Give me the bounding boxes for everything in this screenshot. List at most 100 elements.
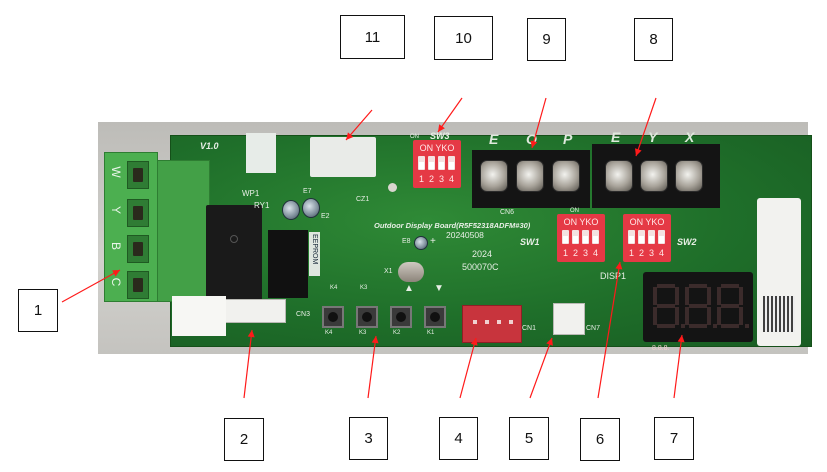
terminal-screw-e[interactable] xyxy=(480,160,508,192)
terminal-block-shroud xyxy=(156,160,210,302)
dip-toggle-3[interactable] xyxy=(438,156,445,170)
terminal-screw-y[interactable] xyxy=(640,160,668,192)
callout-4: 4 xyxy=(439,417,478,460)
dip-toggle-4[interactable] xyxy=(592,230,599,244)
dip-switch-sw2[interactable]: ON YKO 1 2 3 4 xyxy=(623,214,671,262)
connector-pin xyxy=(485,320,489,324)
callout-number: 2 xyxy=(239,431,249,448)
dip-toggle-3[interactable] xyxy=(648,230,655,244)
capacitor-e8 xyxy=(414,236,428,250)
led-digit xyxy=(685,284,717,328)
crystal-x1 xyxy=(398,262,424,282)
dip-toggle-1[interactable] xyxy=(562,230,569,244)
terminal-screw-e2[interactable] xyxy=(605,160,633,192)
dip-header: ON YKO xyxy=(563,217,599,227)
dip-number: 2 xyxy=(428,174,434,184)
button-k3[interactable] xyxy=(356,306,378,328)
led-segment xyxy=(717,307,721,325)
button-k1[interactable] xyxy=(424,306,446,328)
led-segment xyxy=(721,324,739,328)
led-digit xyxy=(717,284,749,328)
terminal-label-p: P xyxy=(563,131,573,147)
dip-number: 3 xyxy=(648,248,654,258)
board-name-label: Outdoor Display Board(R5F52318ADFM#30) xyxy=(374,221,531,230)
relay-ry1 xyxy=(206,205,262,305)
dip-toggle-4[interactable] xyxy=(658,230,665,244)
callout-11: 11 xyxy=(340,15,405,59)
dip-toggle-2[interactable] xyxy=(572,230,579,244)
connector-pin xyxy=(497,320,501,324)
terminal-label-x: X xyxy=(685,129,695,145)
terminal-screw xyxy=(133,168,143,182)
led-decimal-point xyxy=(681,324,685,328)
terminal-label-e: E xyxy=(489,131,499,147)
x1-label: X1 xyxy=(384,268,393,275)
led-segment xyxy=(675,287,679,305)
cn3-connector xyxy=(224,299,286,323)
terminal-screw xyxy=(133,206,143,220)
led-segment xyxy=(739,287,743,305)
key-label-bottom: K2 xyxy=(393,330,401,336)
eeprom-label-tag: EEPROM xyxy=(309,232,320,276)
terminal-screw-p[interactable] xyxy=(552,160,580,192)
dip-number: 2 xyxy=(572,248,578,258)
callout-number: 6 xyxy=(595,431,605,448)
dip-number: 4 xyxy=(448,174,454,184)
led-segment xyxy=(689,304,707,308)
callout-number: 10 xyxy=(455,29,472,47)
dip-toggle-2[interactable] xyxy=(638,230,645,244)
led-decimal-point xyxy=(745,324,749,328)
cn6-label: CN6 xyxy=(500,209,515,216)
up-arrow-icon: ▲ xyxy=(404,283,414,294)
callout-number: 4 xyxy=(454,430,463,447)
sw1-on-label: ON xyxy=(570,208,579,214)
callout-1: 1 xyxy=(18,289,58,332)
terminal-label-e2: E xyxy=(611,129,621,145)
terminal-label-c: C xyxy=(109,277,123,287)
led-segment xyxy=(721,304,739,308)
cn7-connector xyxy=(553,303,585,335)
display-readout: 8.8.8. xyxy=(652,345,670,352)
wp1-label: WP1 xyxy=(242,189,260,198)
terminal-label-y: Y xyxy=(648,129,658,145)
dip-toggle-4[interactable] xyxy=(448,156,455,170)
led-segment xyxy=(657,284,675,288)
dip-switch-sw1[interactable]: ON YKO 1 2 3 4 xyxy=(557,214,605,262)
callout-7: 7 xyxy=(654,417,694,460)
led-segment xyxy=(653,287,657,305)
terminal-label-w: W xyxy=(109,166,123,178)
terminal-label-y: Y xyxy=(109,205,123,214)
callout-6: 6 xyxy=(580,418,620,461)
dip-toggle-1[interactable] xyxy=(628,230,635,244)
terminal-label-o: O xyxy=(526,131,537,147)
dip-number: 4 xyxy=(592,248,598,258)
led-segment xyxy=(707,307,711,325)
led-segment xyxy=(685,287,689,305)
callout-number: 3 xyxy=(364,430,373,447)
terminal-screw-o[interactable] xyxy=(516,160,544,192)
e8-label: E8 xyxy=(402,238,411,245)
led-segment xyxy=(689,284,707,288)
down-arrow-icon: ▼ xyxy=(434,283,444,294)
dip-switch-sw3[interactable]: ON YKO 1 2 3 4 xyxy=(413,140,461,188)
button-k4[interactable] xyxy=(322,306,344,328)
dip-number: 3 xyxy=(438,174,444,184)
button-k2[interactable] xyxy=(390,306,412,328)
callout-number: 8 xyxy=(649,31,658,48)
dip-number: 1 xyxy=(562,248,568,258)
plus-mark: + xyxy=(430,236,436,247)
led-segment xyxy=(707,287,711,305)
connector-pin xyxy=(473,320,477,324)
dip-toggle-2[interactable] xyxy=(428,156,435,170)
terminal-slot xyxy=(127,235,149,263)
terminal-slot xyxy=(127,161,149,189)
white-component xyxy=(310,137,376,177)
led-segment xyxy=(675,307,679,325)
led-decimal-point xyxy=(713,324,717,328)
eeprom-label: EEPROM xyxy=(311,234,318,265)
terminal-screw-x[interactable] xyxy=(675,160,703,192)
key-label-k3: K3 xyxy=(360,285,368,291)
dip-toggle-3[interactable] xyxy=(582,230,589,244)
dip-toggle-1[interactable] xyxy=(418,156,425,170)
